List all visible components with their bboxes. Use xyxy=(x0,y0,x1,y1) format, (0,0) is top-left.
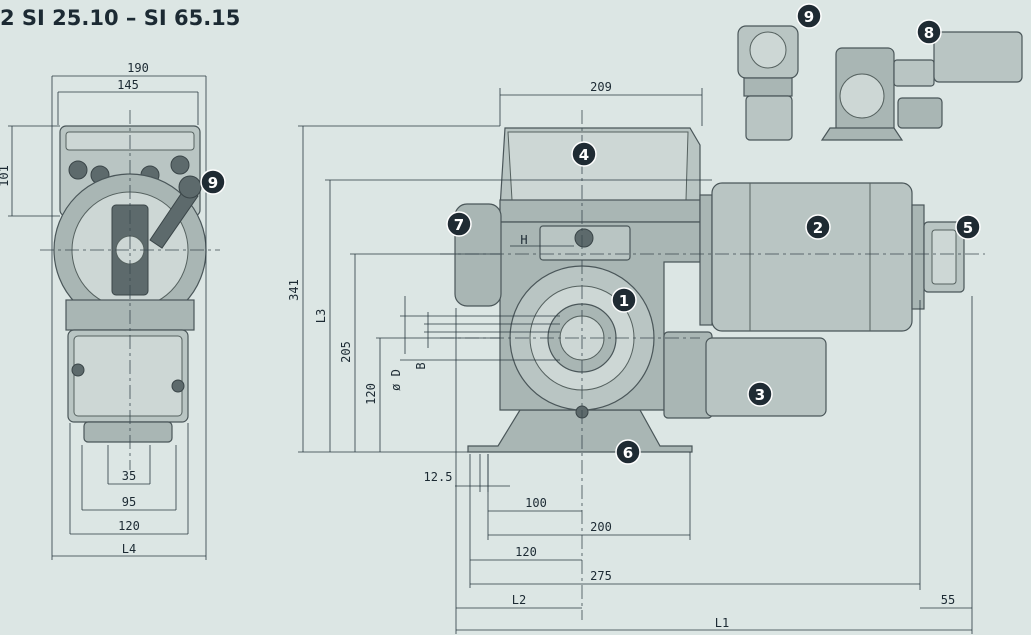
callout-4: 4 xyxy=(571,141,597,167)
gland-1 xyxy=(68,160,88,180)
screw xyxy=(171,379,185,393)
dim-190: 190 xyxy=(127,61,149,75)
svg-text:5: 5 xyxy=(963,219,973,237)
gland-4 xyxy=(170,155,190,175)
dim-341: 341 xyxy=(287,279,301,301)
terminal-base xyxy=(499,199,701,223)
dim-keyway-H: H xyxy=(520,233,527,247)
dim-200: 200 xyxy=(590,520,612,534)
dim-205: 205 xyxy=(339,341,353,363)
dim-55: 55 xyxy=(941,593,955,607)
terminal-lid xyxy=(507,131,689,201)
thumb-neck xyxy=(743,77,793,97)
thumb-gear xyxy=(839,73,885,119)
control-unit xyxy=(705,337,827,417)
svg-text:7: 7 xyxy=(454,216,464,234)
side-view xyxy=(440,110,985,620)
thumb-box xyxy=(745,95,793,141)
top-screw xyxy=(574,228,594,248)
callout-2: 2 xyxy=(805,214,831,240)
lever-knob xyxy=(178,175,202,199)
dim-L3: L3 xyxy=(314,309,328,323)
dim-100: 100 xyxy=(525,496,547,510)
dim-L2: L2 xyxy=(512,593,526,607)
dim-275: 275 xyxy=(590,569,612,583)
svg-text:1: 1 xyxy=(619,292,629,310)
svg-text:9: 9 xyxy=(208,174,218,192)
page-title: 2 SI 25.10 – SI 65.15 xyxy=(0,6,241,30)
dim-145: 145 xyxy=(117,78,139,92)
callout-9-top: 9 xyxy=(796,3,822,29)
callout-5: 5 xyxy=(955,214,981,240)
dim-35: 35 xyxy=(122,469,136,483)
control-unit-neck xyxy=(663,331,713,419)
bottom-handle xyxy=(83,421,173,443)
callout-7: 7 xyxy=(446,211,472,237)
dim-120-vertical: 120 xyxy=(364,383,378,405)
dim-120-left: 120 xyxy=(118,519,140,533)
svg-text:8: 8 xyxy=(924,24,934,42)
svg-text:9: 9 xyxy=(804,8,814,26)
motor-endcap xyxy=(911,204,925,310)
motor-body xyxy=(711,182,913,332)
plug-face xyxy=(931,229,957,285)
detail-thumbnails xyxy=(737,25,1023,141)
callout-9-left: 9 xyxy=(200,169,226,195)
callout-3: 3 xyxy=(747,381,773,407)
front-view-dimensions xyxy=(8,75,207,560)
thumb-unit xyxy=(897,97,943,129)
dim-95: 95 xyxy=(122,495,136,509)
dim-bore-diameter: ø D xyxy=(389,369,403,391)
svg-text:4: 4 xyxy=(579,146,589,164)
dim-120-bottom: 120 xyxy=(515,545,537,559)
thumb-motor xyxy=(933,31,1023,83)
dim-L4: L4 xyxy=(122,542,136,556)
lower-cover xyxy=(73,335,183,417)
dim-101: 101 xyxy=(0,165,11,187)
svg-text:3: 3 xyxy=(755,386,765,404)
thumb-connector-face xyxy=(749,31,787,69)
svg-text:6: 6 xyxy=(623,444,633,462)
thumb-flange xyxy=(893,59,935,87)
motor-flange xyxy=(699,194,713,326)
svg-text:2: 2 xyxy=(813,219,823,237)
thumb-foot xyxy=(820,127,904,141)
dim-L1: L1 xyxy=(715,616,729,630)
callout-8: 8 xyxy=(916,19,942,45)
side-view-dimensions xyxy=(298,88,973,634)
dim-209: 209 xyxy=(590,80,612,94)
callout-1: 1 xyxy=(611,287,637,313)
dim-12.5: 12.5 xyxy=(424,470,453,484)
dim-keyway-B: B xyxy=(414,362,428,369)
callout-6: 6 xyxy=(615,439,641,465)
front-view xyxy=(40,110,220,470)
hand-lever xyxy=(149,187,199,249)
screw-2 xyxy=(71,363,85,377)
